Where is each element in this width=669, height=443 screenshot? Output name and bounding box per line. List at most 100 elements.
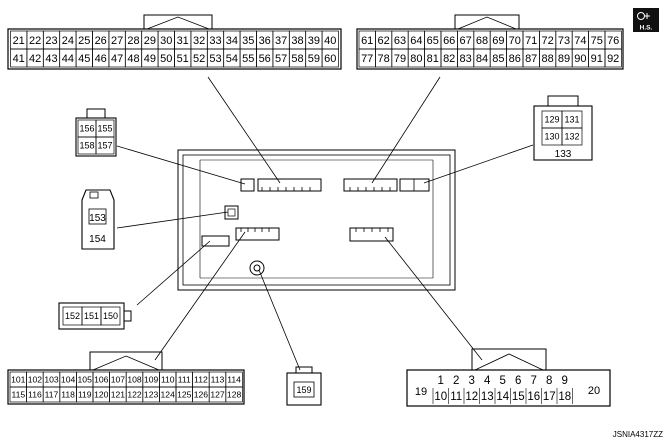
pin-153: 153 [89, 213, 106, 224]
pin-103: 103 [44, 375, 59, 385]
pin-66: 66 [443, 35, 455, 47]
pin-109: 109 [144, 375, 159, 385]
pin-59: 59 [308, 53, 320, 65]
pin-128: 128 [227, 390, 242, 400]
pin-72: 72 [541, 35, 553, 47]
pin-40: 40 [324, 35, 336, 47]
pin-77: 77 [361, 53, 373, 65]
pin-22: 22 [29, 35, 41, 47]
pin-89: 89 [558, 53, 570, 65]
pin-120: 120 [94, 390, 109, 400]
pin-50: 50 [160, 53, 172, 65]
pin-53: 53 [209, 53, 221, 65]
pin-111: 111 [178, 375, 191, 385]
pin-15: 15 [512, 391, 525, 403]
pin-5: 5 [500, 375, 506, 387]
pin-cell [604, 48, 622, 68]
socket-101-128 [235, 227, 280, 241]
pin-76: 76 [607, 35, 619, 47]
pin-56: 56 [259, 53, 271, 65]
pin-69: 69 [492, 35, 504, 47]
pin-17: 17 [543, 391, 556, 403]
pin-25: 25 [78, 35, 90, 47]
pin-32: 32 [193, 35, 205, 47]
pin-45: 45 [78, 53, 90, 65]
pin-159: 159 [296, 385, 311, 395]
pin-35: 35 [242, 35, 254, 47]
pin-74: 74 [574, 35, 586, 47]
pin-82: 82 [443, 53, 455, 65]
pin-86: 86 [509, 53, 521, 65]
pin-8: 8 [546, 375, 552, 387]
pin-79: 79 [394, 53, 406, 65]
pin-10: 10 [434, 391, 447, 403]
pin-58: 58 [291, 53, 303, 65]
pin-122: 122 [127, 390, 142, 400]
pin-119: 119 [78, 390, 92, 400]
pin-112: 112 [194, 375, 208, 385]
socket-129-133 [399, 178, 430, 192]
pin-30: 30 [160, 35, 172, 47]
pin-118: 118 [61, 390, 75, 400]
pin-cell [100, 306, 121, 326]
drawing-code: JSNIA4317ZZ [612, 430, 663, 439]
leader-lines [116, 76, 534, 371]
socket-21-60 [257, 178, 322, 192]
pin-83: 83 [459, 53, 471, 65]
pin-33: 33 [209, 35, 221, 47]
pin-151: 151 [84, 311, 99, 321]
pin-81: 81 [427, 53, 439, 65]
pin-6: 6 [515, 375, 521, 387]
pin-26: 26 [95, 35, 107, 47]
pin-73: 73 [558, 35, 570, 47]
pin-24: 24 [62, 35, 74, 47]
pin-75: 75 [591, 35, 603, 47]
pin-51: 51 [177, 53, 189, 65]
pin-85: 85 [492, 53, 504, 65]
pin-52: 52 [193, 53, 205, 65]
pin-150: 150 [103, 311, 118, 321]
pin-157: 157 [97, 141, 112, 151]
pin-23: 23 [45, 35, 57, 47]
pin-80: 80 [410, 53, 422, 65]
pin-106: 106 [94, 375, 109, 385]
pin-9: 9 [562, 375, 568, 387]
pin-115: 115 [11, 390, 25, 400]
pin-114: 114 [227, 375, 241, 385]
pin-124: 124 [161, 390, 176, 400]
pin-41: 41 [13, 53, 25, 65]
pin-70: 70 [509, 35, 521, 47]
pin-105: 105 [78, 375, 93, 385]
pin-121: 121 [111, 390, 126, 400]
pin-132: 132 [564, 132, 579, 142]
socket-159 [249, 260, 265, 276]
pin-cell [561, 127, 583, 146]
pin-42: 42 [29, 53, 41, 65]
pin-65: 65 [427, 35, 439, 47]
pin-107: 107 [111, 375, 126, 385]
pin-158: 158 [79, 141, 94, 151]
pin-130: 130 [544, 132, 559, 142]
pin-156: 156 [79, 124, 94, 134]
harness-badge: H.S. [633, 8, 659, 32]
connector-159: 159 [286, 366, 322, 406]
pin-14: 14 [496, 391, 509, 403]
pin-64: 64 [410, 35, 422, 47]
pin-31: 31 [177, 35, 189, 47]
pin-108: 108 [127, 375, 142, 385]
pin-60: 60 [324, 53, 336, 65]
pin-29: 29 [144, 35, 156, 47]
pin-16: 16 [527, 391, 540, 403]
pin-28: 28 [127, 35, 139, 47]
pin-12: 12 [465, 391, 478, 403]
pin-cell [95, 136, 115, 155]
pin-54: 54 [226, 53, 238, 65]
pin-87: 87 [525, 53, 537, 65]
pin-21: 21 [13, 35, 25, 47]
pin-39: 39 [308, 35, 320, 47]
pin-63: 63 [394, 35, 406, 47]
pin-125: 125 [177, 390, 192, 400]
